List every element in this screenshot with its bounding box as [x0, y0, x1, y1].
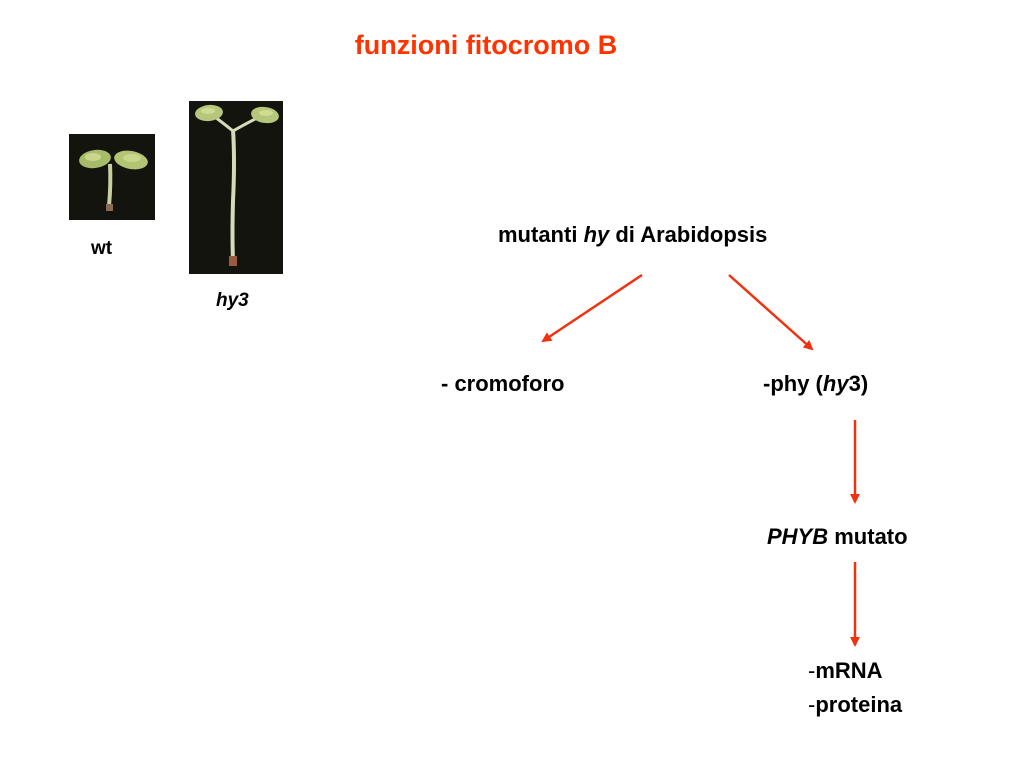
right-branch-text-a: -phy ( — [763, 371, 823, 396]
root-node-text-b: di Arabidopsis — [609, 222, 768, 247]
product-mrna: -mRNA — [808, 658, 883, 684]
right-branch-text-b: 3) — [848, 371, 869, 396]
hy3-label: hy3 — [216, 290, 249, 311]
gene-node-text: mutato — [828, 524, 908, 549]
product-proteina-dash: - — [808, 692, 816, 717]
right-branch-node: -phy (hy3) — [763, 371, 868, 397]
product-mrna-dash: - — [808, 658, 816, 683]
wt-label: wt — [91, 238, 113, 259]
gene-node: PHYB mutato — [767, 524, 908, 550]
root-node: mutanti hy di Arabidopsis — [498, 222, 767, 248]
root-node-italic: hy — [583, 222, 610, 247]
hy3-seedling-photo — [189, 101, 283, 274]
right-branch-italic: hy — [822, 371, 849, 396]
product-proteina: -proteina — [808, 692, 902, 718]
product-mrna-text: mRNA — [815, 658, 883, 683]
root-node-text-a: mutanti — [498, 222, 584, 247]
wt-seedling-photo — [69, 134, 155, 220]
arrow-to-phy — [728, 274, 814, 351]
left-branch-node: - cromoforo — [441, 371, 565, 396]
slide-title: funzioni fitocromo B — [354, 30, 618, 60]
arrow-to-cromoforo — [541, 273, 643, 343]
product-proteina-text: proteina — [815, 692, 903, 717]
gene-node-italic: PHYB — [767, 524, 829, 549]
